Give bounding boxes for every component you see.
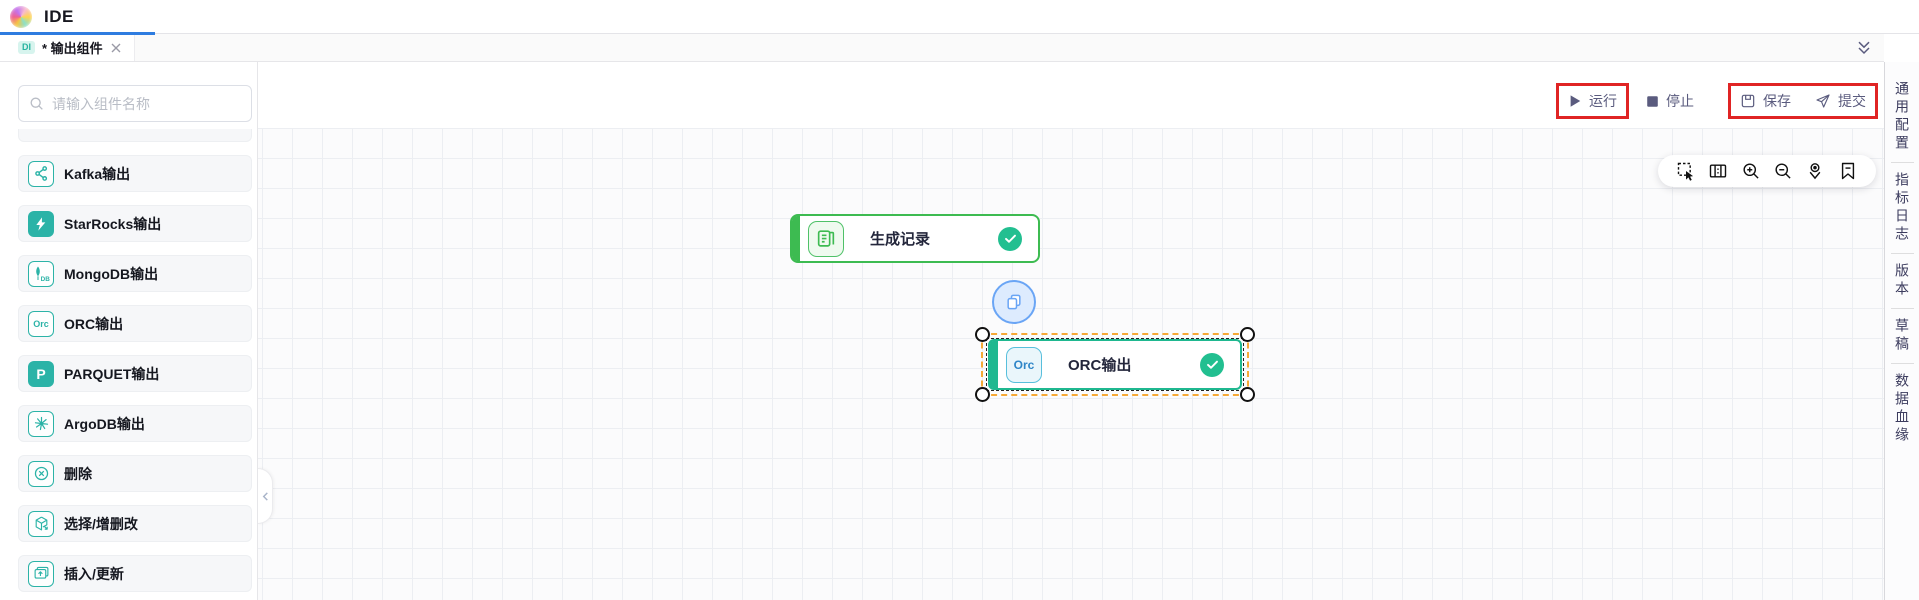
run-label: 运行 <box>1589 93 1617 109</box>
node-accent-bar <box>792 216 800 261</box>
layout-icon[interactable] <box>1708 161 1728 181</box>
component-item-partial[interactable] <box>18 129 252 142</box>
run-highlight-box: 运行 <box>1556 83 1629 119</box>
zoom-out-icon[interactable] <box>1773 161 1793 181</box>
starrocks-icon <box>28 210 54 237</box>
component-label: Kafka输出 <box>64 165 131 182</box>
argodb-icon <box>28 410 54 437</box>
panel-tab-general-config[interactable]: 通用配置 <box>1894 81 1910 153</box>
component-label: ArgoDB输出 <box>64 415 145 432</box>
tab-type-badge: DI <box>18 41 35 54</box>
node-accent-bar <box>990 341 998 388</box>
submit-button[interactable]: 提交 <box>1815 91 1866 111</box>
kafka-icon <box>28 160 54 187</box>
component-label: ORC输出 <box>64 315 124 332</box>
component-list: Kafka输出 StarRocks输出 DB MongoDB输出 Orc ORC… <box>18 155 252 592</box>
run-toolbar: 运行 停止 保存 提交 <box>1556 83 1878 119</box>
active-tab-indicator <box>0 32 155 35</box>
panel-tab-draft[interactable]: 草稿 <box>1894 318 1910 354</box>
component-label: 选择/增删改 <box>64 515 138 532</box>
edge-copy-button[interactable] <box>992 280 1036 324</box>
bookmark-icon[interactable] <box>1838 161 1858 181</box>
canvas-header: 运行 停止 保存 提交 <box>258 62 1884 128</box>
select-cube-icon <box>28 510 54 537</box>
component-label: StarRocks输出 <box>64 215 162 232</box>
app-title: IDE <box>44 6 74 26</box>
save-submit-highlight-box: 保存 提交 <box>1728 83 1878 119</box>
chevron-double-down-icon[interactable] <box>1854 38 1874 58</box>
component-item-starrocks[interactable]: StarRocks输出 <box>18 205 252 242</box>
resize-handle-bottom-right[interactable] <box>1240 387 1255 402</box>
search-icon <box>29 96 44 111</box>
orc-icon: Orc <box>28 310 54 337</box>
flow-canvas[interactable]: 运行 停止 保存 提交 <box>258 62 1884 600</box>
component-label: PARQUET输出 <box>64 365 160 382</box>
search-placeholder: 请输入组件名称 <box>52 95 150 112</box>
node-label: 生成记录 <box>870 231 931 248</box>
app-logo-icon <box>10 5 32 28</box>
component-panel: 请输入组件名称 Kafka输出 StarRocks输出 DB Mong <box>0 62 258 600</box>
success-check-icon <box>998 226 1022 251</box>
node-selection-inner <box>986 338 1244 391</box>
panel-tab-version[interactable]: 版本 <box>1894 263 1910 299</box>
orc-icon: Orc <box>1006 346 1042 383</box>
component-label: 插入/更新 <box>64 565 124 582</box>
panel-tab-metrics-log[interactable]: 指标日志 <box>1894 172 1910 244</box>
tab-title: * 输出组件 <box>42 41 103 56</box>
resize-handle-bottom-left[interactable] <box>975 387 990 402</box>
node-label: ORC输出 <box>1068 357 1132 374</box>
run-button[interactable]: 运行 <box>1568 91 1617 111</box>
component-item-mongodb[interactable]: DB MongoDB输出 <box>18 255 252 292</box>
component-item-delete[interactable]: 删除 <box>18 455 252 492</box>
divider <box>1890 363 1914 364</box>
success-check-icon <box>1200 352 1224 377</box>
component-item-insert-update[interactable]: 插入/更新 <box>18 555 252 592</box>
panel-collapse-button[interactable] <box>258 468 273 524</box>
component-item-parquet[interactable]: P PARQUET输出 <box>18 355 252 392</box>
insert-update-icon <box>28 560 54 587</box>
resize-handle-top-left[interactable] <box>975 327 990 342</box>
save-button[interactable]: 保存 <box>1740 91 1791 111</box>
component-item-orc[interactable]: Orc ORC输出 <box>18 305 252 342</box>
node-selection-rect <box>975 327 1255 402</box>
locate-icon[interactable] <box>1805 161 1825 181</box>
marquee-select-icon[interactable] <box>1676 161 1696 181</box>
mongodb-icon: DB <box>28 260 54 287</box>
component-item-select-modify[interactable]: 选择/增删改 <box>18 505 252 542</box>
divider <box>1890 162 1914 163</box>
parquet-icon: P <box>28 360 54 387</box>
right-config-panel: 通用配置 指标日志 版本 草稿 数据血缘 <box>1884 62 1919 600</box>
tab-close-icon[interactable] <box>110 42 122 54</box>
orc-icon-text: Orc <box>33 318 49 329</box>
component-label: 删除 <box>64 465 92 482</box>
component-item-argodb[interactable]: ArgoDB输出 <box>18 405 252 442</box>
stop-label: 停止 <box>1666 93 1694 109</box>
parquet-icon-text: P <box>36 365 46 382</box>
svg-text:DB: DB <box>41 275 50 282</box>
submit-label: 提交 <box>1838 93 1866 109</box>
zoom-in-icon[interactable] <box>1741 161 1761 181</box>
node-orc-output[interactable]: Orc ORC输出 <box>988 339 1242 390</box>
save-label: 保存 <box>1763 93 1791 109</box>
app-header: IDE <box>0 0 1919 35</box>
stop-button[interactable]: 停止 <box>1646 91 1694 111</box>
tab-output-components[interactable]: DI * 输出组件 <box>0 34 135 61</box>
component-label: MongoDB输出 <box>64 265 159 282</box>
orc-icon-text: Orc <box>1013 357 1035 372</box>
component-search-input[interactable]: 请输入组件名称 <box>18 85 252 122</box>
divider <box>1890 308 1914 309</box>
node-generate-records[interactable]: 生成记录 <box>790 214 1040 263</box>
panel-tab-data-lineage[interactable]: 数据血缘 <box>1894 373 1910 445</box>
component-item-kafka[interactable]: Kafka输出 <box>18 155 252 192</box>
delete-icon <box>28 460 54 487</box>
divider <box>1890 253 1914 254</box>
resize-handle-top-right[interactable] <box>1240 327 1255 342</box>
tab-bar: DI * 输出组件 <box>0 34 1884 62</box>
canvas-tools <box>1658 155 1876 187</box>
generate-records-icon <box>808 220 844 257</box>
